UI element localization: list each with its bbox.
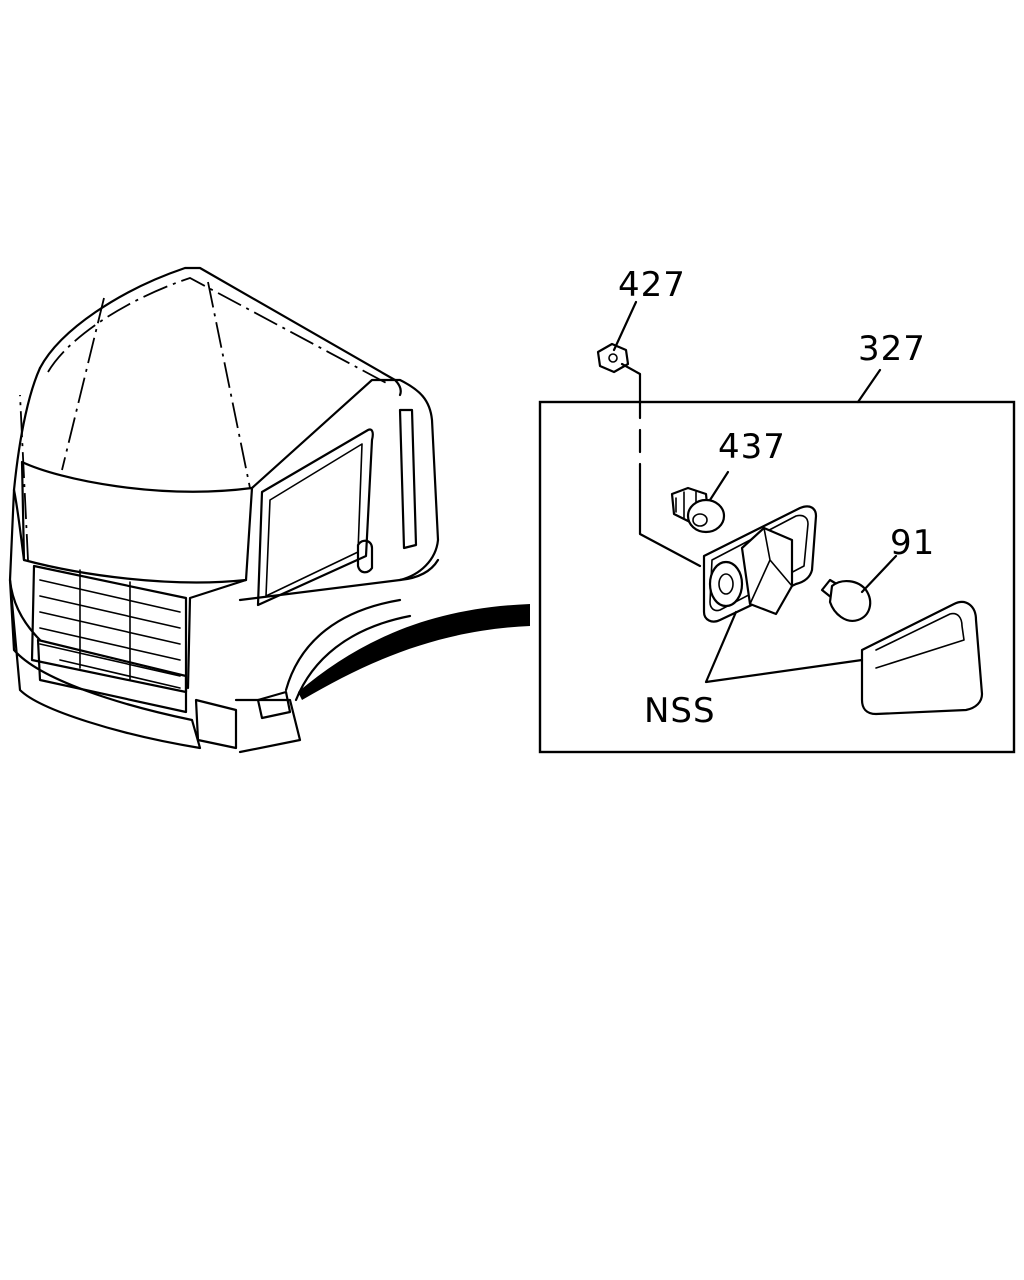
callout-91: 91	[890, 523, 935, 563]
callout-nss: NSS	[644, 691, 716, 731]
leader-427	[612, 300, 638, 352]
socket-437	[670, 486, 726, 534]
leader-327	[856, 368, 882, 404]
leader-91	[860, 554, 898, 594]
callout-327: 327	[858, 329, 926, 369]
nut-427	[596, 342, 630, 374]
leader-nss	[704, 610, 864, 684]
lamp-housing	[702, 505, 818, 623]
truck-cab-illustration	[8, 266, 440, 754]
callout-427: 427	[618, 265, 686, 305]
leader-swoosh	[298, 604, 530, 700]
detail-box	[538, 400, 1016, 754]
callout-437: 437	[718, 427, 786, 467]
lens-cover	[860, 600, 984, 716]
leader-437	[708, 470, 730, 502]
bulb-91	[820, 578, 872, 622]
